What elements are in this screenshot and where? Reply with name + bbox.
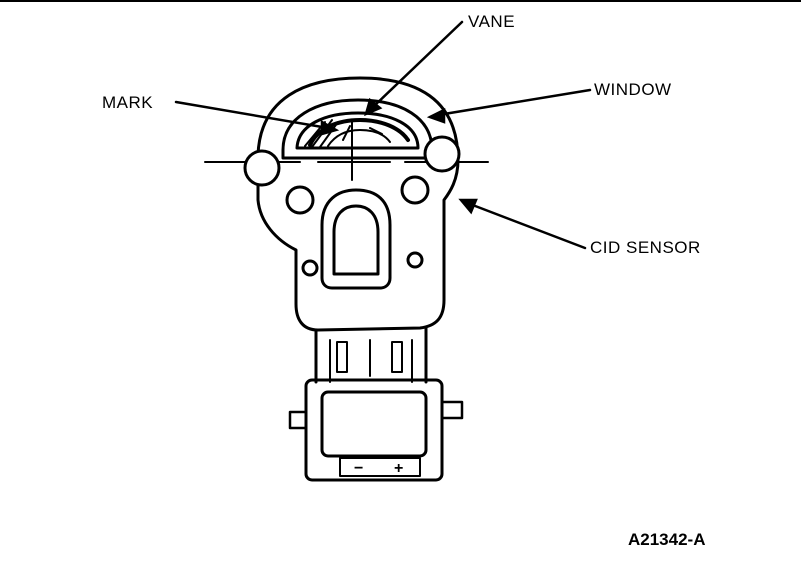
right-mounting-boss: [423, 135, 461, 173]
connector-housing: [304, 378, 444, 482]
vane-label: VANE: [468, 12, 516, 31]
mark-arrowhead: [320, 119, 340, 136]
center-socket-inner: [332, 204, 380, 276]
connector-latch-left: [288, 410, 308, 430]
window-opening: [295, 111, 420, 150]
right-upper-hole: [400, 175, 430, 205]
left-lower-hole: [301, 259, 319, 277]
terminal-strip: [339, 457, 421, 477]
sensor-body-outline: [256, 76, 460, 332]
left-upper-hole: [285, 185, 315, 215]
vane-arrowhead: [364, 97, 383, 117]
mark-leader: [174, 100, 330, 130]
figure-id: A21342-A: [628, 530, 706, 549]
pin-left: [336, 341, 348, 373]
vane-arc-inner: [327, 129, 391, 147]
vane-arc: [308, 118, 410, 147]
window-leader: [436, 88, 592, 117]
pin-right: [391, 341, 403, 373]
center-socket-outer: [320, 188, 392, 290]
cid-sensor-leader: [468, 202, 587, 250]
vane-leader: [370, 20, 464, 110]
left-mounting-boss: [243, 149, 281, 187]
window-arrowhead: [426, 107, 446, 124]
top-border: [0, 0, 801, 2]
negative-terminal-mark: −: [354, 460, 363, 477]
right-lower-hole: [406, 251, 424, 269]
mark-label: MARK: [102, 93, 154, 112]
connector-latch-right: [440, 400, 464, 420]
positive-terminal-mark: +: [394, 460, 403, 477]
window-label: WINDOW: [594, 80, 672, 99]
cid-sensor-label: CID SENSOR: [590, 238, 701, 257]
connector-face: [320, 390, 428, 458]
cid-sensor-arrowhead: [458, 198, 478, 215]
